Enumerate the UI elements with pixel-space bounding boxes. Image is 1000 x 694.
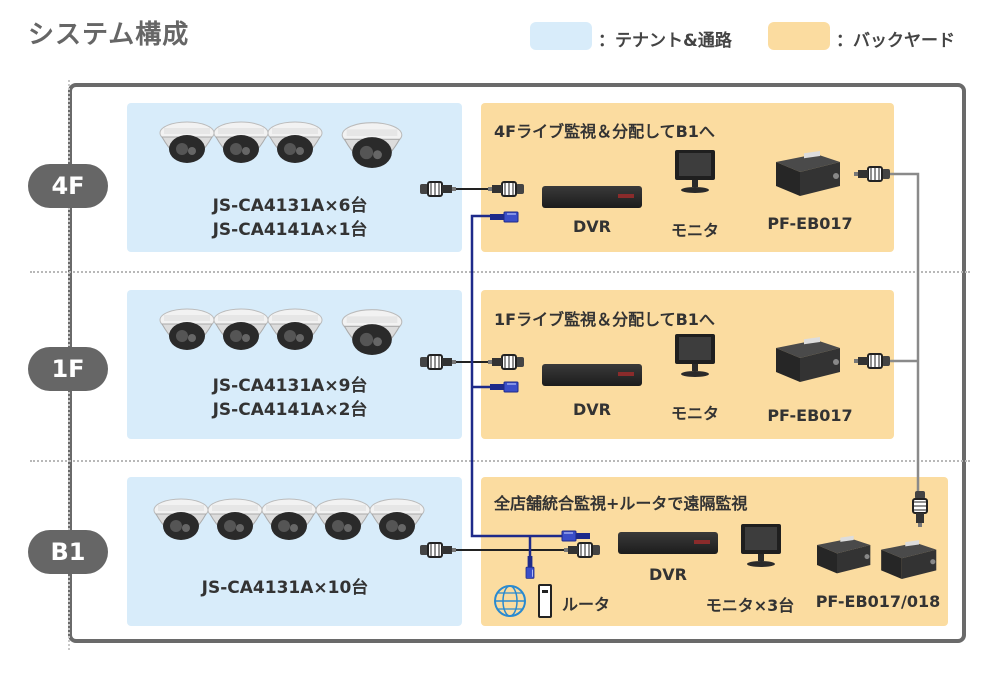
dome-camera-icon [212, 306, 270, 356]
legend-tenant-label: ：テナント&通路 [598, 31, 732, 51]
pfeb-label-4f: PF-EB017 [767, 214, 853, 233]
camera-list-4f: JS-CA4131A×6台 JS-CA4141A×1台 [185, 194, 395, 242]
bnc-connector-icon [420, 180, 456, 198]
dvr-icon [618, 532, 718, 554]
floor-divider-4f-1f [30, 271, 970, 273]
camera-model-line: JS-CA4141A×1台 [212, 220, 368, 240]
camera-model-line: JS-CA4131A×9台 [212, 376, 368, 396]
pf-eb-converter-icon [876, 538, 938, 582]
floor-badge-4f: 4F [28, 164, 108, 208]
router-label: ルータ [562, 595, 611, 614]
floor-badge-1f: 1F [28, 347, 108, 391]
dvr-label-1f: DVR [573, 400, 611, 419]
bnc-connector-icon [488, 180, 524, 198]
bnc-connector-icon [564, 541, 600, 559]
legend-backyard-swatch [768, 22, 830, 50]
dome-camera-icon [260, 496, 318, 546]
dome-camera-icon [152, 496, 210, 546]
pf-eb-converter-icon [770, 336, 842, 384]
dvr-label-4f: DVR [573, 217, 611, 236]
dome-camera-icon [206, 496, 264, 546]
floor-divider-1f-b1 [30, 460, 970, 462]
rj45-connector-icon [490, 381, 520, 393]
dvr-icon [542, 186, 642, 208]
monitor-icon [672, 150, 718, 194]
dome-camera-icon [266, 119, 324, 169]
bnc-connector-icon [488, 353, 524, 371]
dome-camera-icon [368, 496, 426, 546]
backyard-title-4f: 4Fライブ監視＆分配してB1へ [494, 122, 715, 141]
camera-list-1f: JS-CA4131A×9台 JS-CA4141A×2台 [185, 374, 395, 422]
monitor-label-1f: モニタ [670, 404, 719, 423]
dvr-icon [542, 364, 642, 386]
camera-list-b1: JS-CA4131A×10台 [170, 576, 400, 600]
router-icon [538, 584, 552, 618]
dome-camera-icon [212, 119, 270, 169]
bnc-connector-icon [854, 165, 890, 183]
page-title: システム構成 [28, 20, 190, 50]
legend-backyard-label: ：バックヤード [836, 31, 955, 51]
bnc-connector-icon [420, 541, 456, 559]
dome-camera-icon [158, 306, 216, 356]
pfeb-label-1f: PF-EB017 [767, 406, 853, 425]
floor-badge-b1: B1 [28, 530, 108, 574]
camera-model-line: JS-CA4141A×2台 [212, 400, 368, 420]
globe-icon [494, 585, 526, 617]
dome-camera-icon [158, 119, 216, 169]
bnc-connector-icon [420, 353, 456, 371]
monitor-label-b1: モニタ×3台 [705, 596, 795, 615]
camera-model-line: JS-CA4131A×6台 [212, 196, 368, 216]
rj45-connector-icon [490, 211, 520, 223]
dome-camera-icon [340, 119, 404, 175]
bnc-connector-icon [911, 491, 929, 527]
rj45-connector-icon [524, 556, 536, 580]
camera-model-line: JS-CA4131A×10台 [201, 578, 369, 598]
rj45-connector-icon [560, 530, 590, 542]
pfeb-label-b1: PF-EB017/018 [815, 592, 941, 611]
monitor-icon [738, 524, 784, 568]
monitor-label-4f: モニタ [670, 221, 719, 240]
backyard-title-1f: 1Fライブ監視＆分配してB1へ [494, 310, 715, 329]
pf-eb-converter-icon [812, 534, 872, 576]
dome-camera-icon [314, 496, 372, 546]
pf-eb-converter-icon [770, 150, 842, 198]
backyard-title-b1: 全店舗統合監視+ルータで遠隔監視 [494, 494, 748, 513]
dome-camera-icon [266, 306, 324, 356]
monitor-icon [672, 334, 718, 378]
dome-camera-icon [340, 306, 404, 362]
bnc-connector-icon [854, 352, 890, 370]
legend-tenant-swatch [530, 22, 592, 50]
dvr-label-b1: DVR [649, 565, 687, 584]
